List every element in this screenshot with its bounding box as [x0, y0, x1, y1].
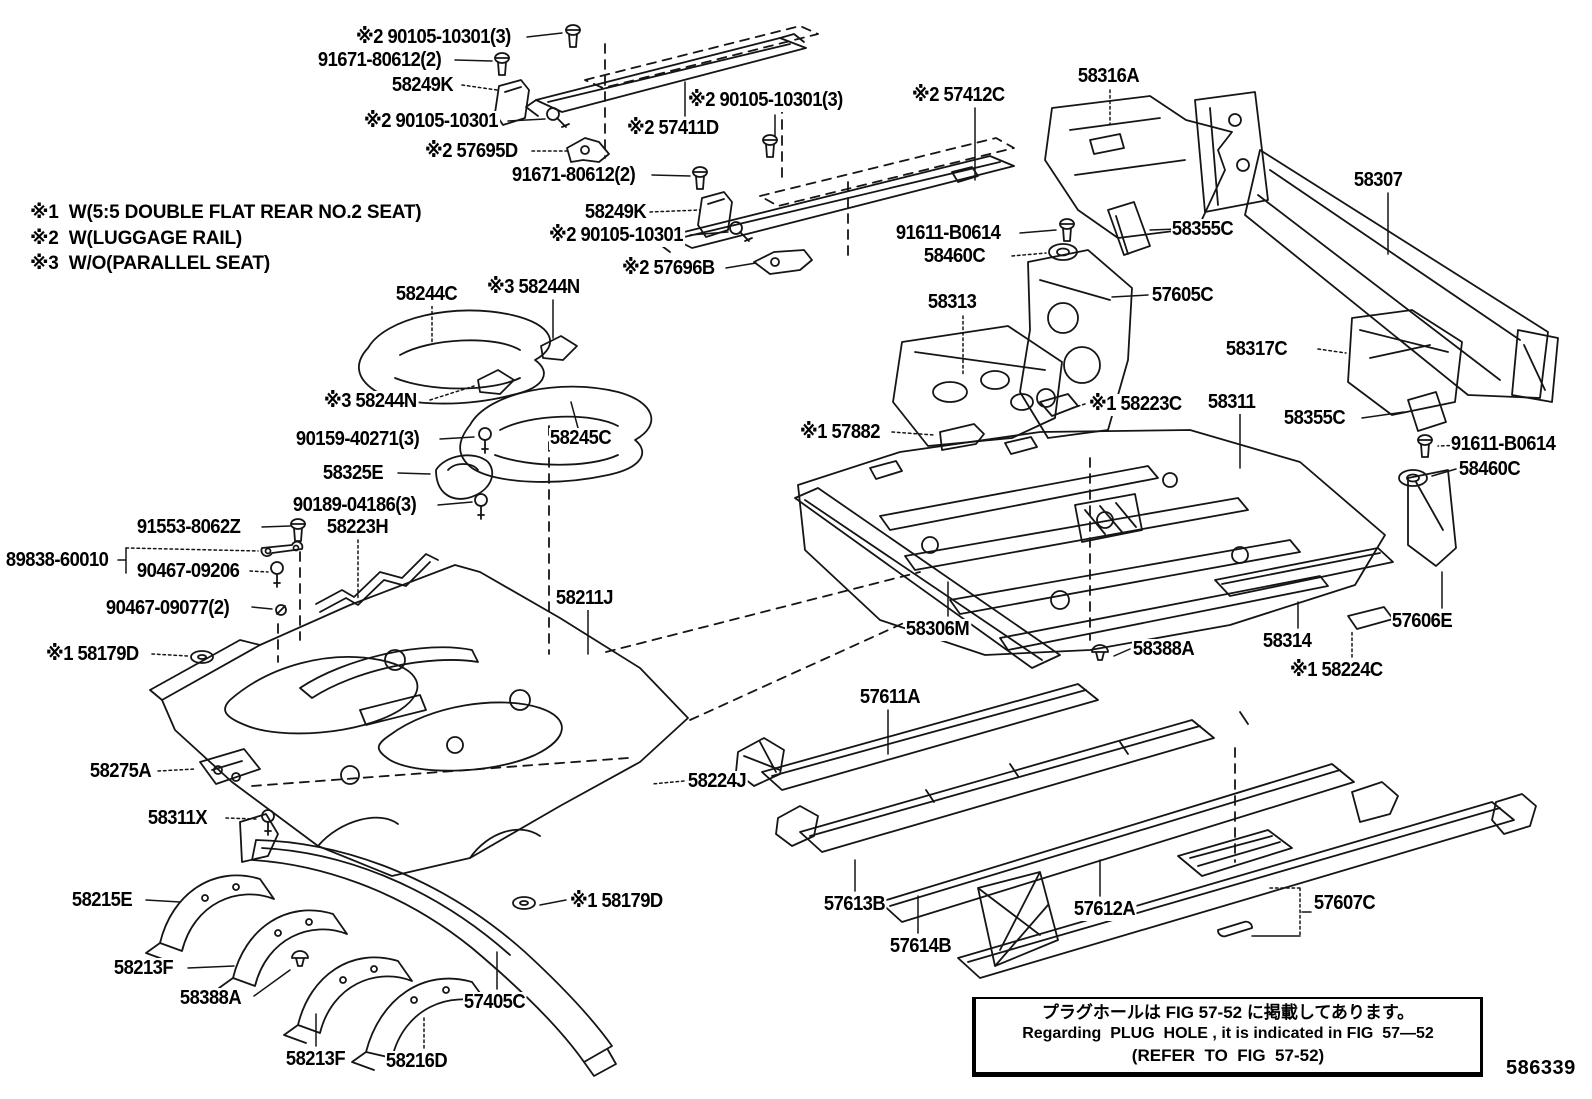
part-label-90159402713: 90159-40271(3)	[295, 428, 421, 451]
part-label-58249k: 58249K	[391, 74, 455, 97]
part-label-58355c: 58355C	[1283, 407, 1347, 430]
part-label-58311x: 58311X	[147, 807, 209, 830]
part-label-8983860010: 89838-60010	[5, 549, 111, 572]
part-label-57611a: 57611A	[859, 686, 922, 709]
part-label-91671806122: 91671-80612(2)	[317, 49, 443, 72]
legend: ※1 W(5:5 DOUBLE FLAT REAR NO.2 SEAT) ※2 …	[30, 200, 422, 277]
part-label-58306m: 58306M	[905, 618, 971, 641]
part-label-58216d: 58216D	[385, 1050, 449, 1073]
part-label-157882: ※1 57882	[799, 421, 882, 444]
part-label-58275a: 58275A	[89, 760, 153, 783]
part-label-58460c: 58460C	[1458, 458, 1522, 481]
note-line-refer: (REFER TO FIG 57-52)	[1131, 1045, 1325, 1065]
part-label-58317c: 58317C	[1225, 338, 1289, 361]
part-label-58307: 58307	[1353, 169, 1405, 192]
legend-item-1: ※1 W(5:5 DOUBLE FLAT REAR NO.2 SEAT)	[30, 202, 422, 223]
part-label-58245c: 58245C	[549, 427, 613, 450]
part-label-29010510301: ※2 90105-10301	[363, 110, 500, 133]
legend-item-2: ※2 W(LUGGAGE RAIL)	[30, 227, 243, 249]
part-58311-floor-pan	[795, 430, 1456, 668]
part-label-257412c: ※2 57412C	[911, 84, 1007, 107]
part-label-58213f: 58213F	[113, 957, 175, 980]
part-58244c-58245c-seat-pads	[359, 310, 651, 498]
part-label-58311: 58311	[1207, 391, 1258, 414]
part-label-158179d: ※1 58179D	[569, 890, 665, 913]
part-58316a-58307-pillar-assembly	[893, 92, 1558, 450]
legend-item-3: ※3 W/O(PARALLEL SEAT)	[30, 253, 270, 275]
fastener-icons	[190, 24, 1433, 967]
part-label-158223c: ※1 58223C	[1088, 393, 1184, 416]
part-label-158224c: ※1 58224C	[1289, 659, 1385, 682]
part-label-58215e: 58215E	[71, 889, 134, 912]
part-label-57405c: 57405C	[463, 991, 527, 1014]
part-label-91611b0614: 91611-B0614	[895, 222, 1003, 245]
part-label-90189041863: 90189-04186(3)	[292, 494, 418, 517]
note-line-english: Regarding PLUG HOLE , it is indicated in…	[1022, 1025, 1434, 1043]
part-label-58211j: 58211J	[555, 587, 615, 610]
part-label-58213f: 58213F	[285, 1048, 347, 1071]
part-label-257696b: ※2 57696B	[621, 257, 717, 280]
part-label-57613b: 57613B	[823, 893, 887, 916]
part-label-58325e: 58325E	[322, 462, 385, 485]
part-label-158179d: ※1 58179D	[45, 643, 141, 666]
part-label-58313: 58313	[927, 291, 979, 314]
part-label-57606e: 57606E	[1391, 610, 1454, 633]
part-58223h-bracket	[261, 542, 438, 612]
part-label-358244n: ※3 58244N	[486, 276, 582, 299]
part-label-57614b: 57614B	[889, 935, 953, 958]
part-58213f-58215e-wheel-arches	[146, 814, 616, 1076]
part-label-257411d: ※2 57411D	[626, 117, 721, 140]
part-label-58224j: 58224J	[687, 770, 748, 793]
part-58211j-floor-pan	[150, 565, 688, 876]
part-label-58316a: 58316A	[1077, 65, 1141, 88]
part-label-58223h: 58223H	[326, 516, 390, 539]
part-label-58388a: 58388A	[179, 987, 243, 1010]
part-576xx-crossmembers	[736, 684, 1536, 978]
part-label-90467090772: 90467-09077(2)	[105, 597, 231, 620]
part-label-57607c: 57607C	[1313, 892, 1377, 915]
part-label-91671806122: 91671-80612(2)	[511, 164, 637, 187]
leader-lines-solid	[118, 33, 1456, 1046]
part-label-58249k: 58249K	[584, 201, 648, 224]
part-label-290105103013: ※2 90105-10301(3)	[687, 89, 845, 112]
part-label-57612a: 57612A	[1073, 898, 1137, 921]
part-label-29010510301: ※2 90105-10301	[548, 224, 685, 247]
part-label-91611b0614: 91611-B0614	[1450, 433, 1558, 456]
part-label-358244n: ※3 58244N	[323, 390, 419, 413]
part-label-290105103013: ※2 90105-10301(3)	[355, 26, 513, 49]
part-label-9046709206: 90467-09206	[136, 560, 242, 583]
note-box: プラグホールは FIG 57-52 に掲載してあります。 Regarding P…	[972, 997, 1483, 1077]
figure-number: 586339	[1506, 1057, 1576, 1079]
part-label-58244c: 58244C	[395, 283, 459, 306]
part-label-915538062z: 91553-8062Z	[136, 516, 243, 539]
part-label-58314: 58314	[1262, 630, 1314, 653]
part-label-257695d: ※2 57695D	[424, 140, 520, 163]
part-label-58460c: 58460C	[923, 245, 987, 268]
part-label-58388a: 58388A	[1132, 638, 1196, 661]
note-line-japanese: プラグホールは FIG 57-52 に掲載してあります。	[1041, 1003, 1415, 1022]
part-label-57605c: 57605C	[1151, 284, 1215, 307]
part-label-58355c: 58355C	[1171, 218, 1235, 241]
